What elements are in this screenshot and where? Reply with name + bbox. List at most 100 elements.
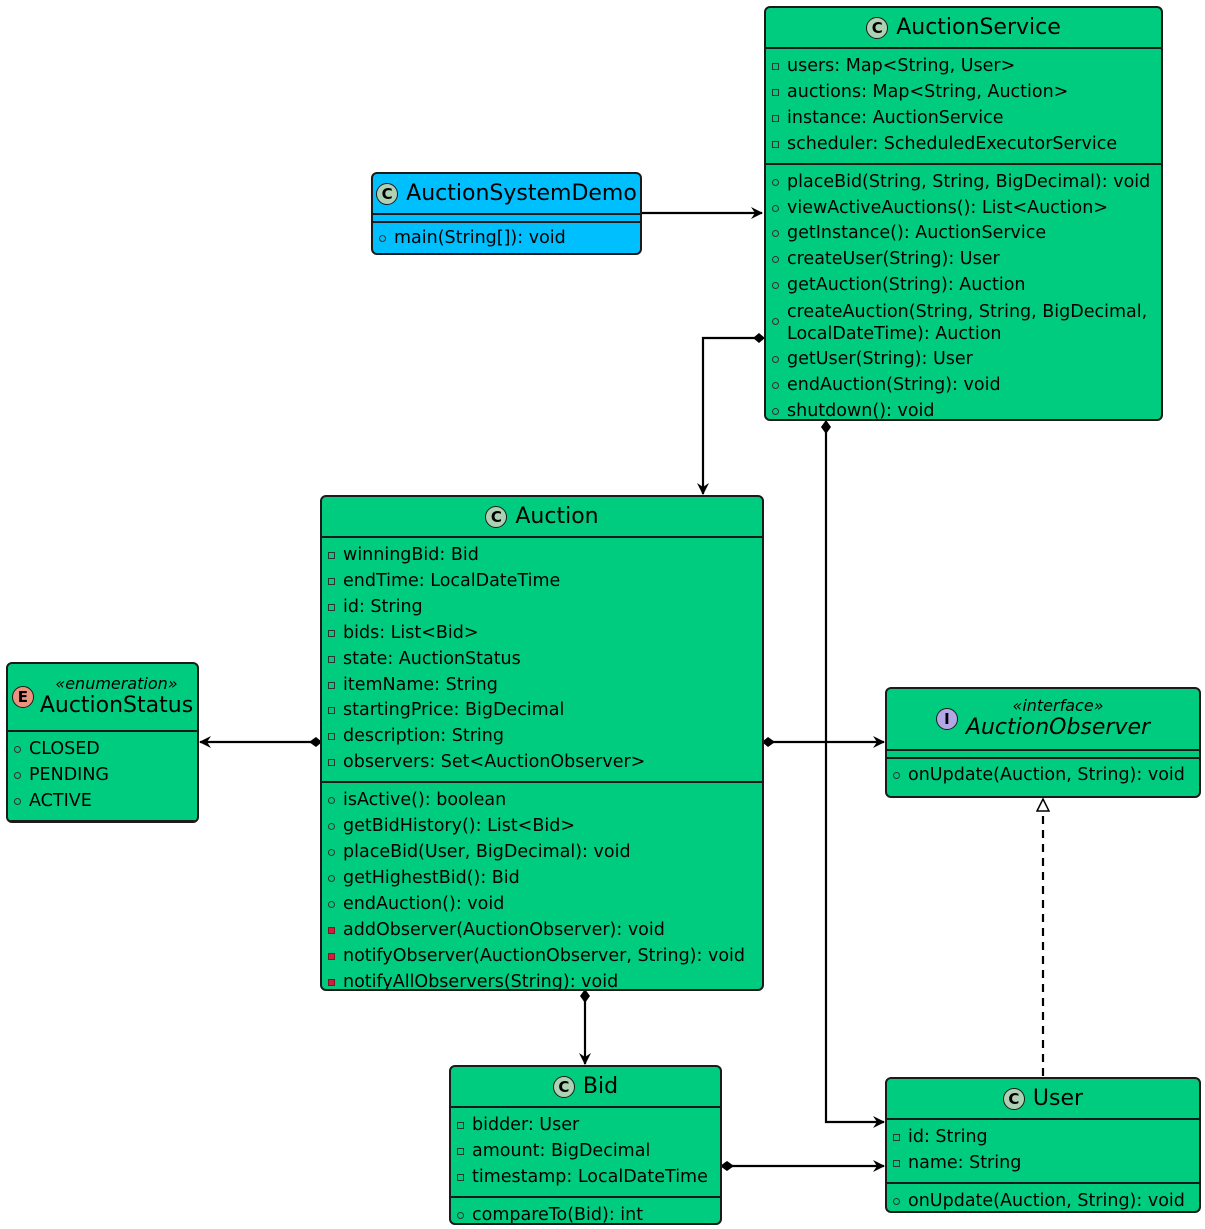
- public-visibility-icon: [379, 235, 386, 242]
- private-visibility-icon: [328, 603, 335, 611]
- class-methods: isActive(): boolean getBidHistory(): List…: [322, 781, 762, 989]
- private-visibility-icon: [457, 1122, 464, 1129]
- class-name: Bid: [582, 1073, 619, 1099]
- private-visibility-icon: [893, 1159, 900, 1167]
- private-visibility-icon: [328, 707, 335, 715]
- class-methods: onUpdate(Auction, String): void: [887, 1181, 1199, 1211]
- member-text: startingPrice: BigDecimal: [343, 700, 565, 721]
- private-visibility-icon: [457, 1147, 464, 1155]
- public-visibility-icon: [772, 282, 779, 290]
- class-methods: placeBid(String, String, BigDecimal): vo…: [766, 162, 1161, 421]
- member-text: winningBid: Bid: [343, 545, 479, 565]
- member-method: shutdown(): void: [766, 399, 1161, 421]
- class-fields: bidder: User amount: BigDecimal timestamp:…: [451, 1108, 720, 1196]
- member-text: onUpdate(Auction, String): void: [908, 765, 1185, 785]
- class-header: C AuctionService: [766, 8, 1161, 49]
- public-visibility-icon: [772, 256, 779, 264]
- public-visibility-icon: [457, 1211, 464, 1219]
- composition-diamond: [309, 737, 322, 747]
- public-visibility-icon: [893, 772, 900, 779]
- class-methods: [8, 819, 197, 821]
- private-visibility-icon: [772, 88, 779, 96]
- interface-badge-icon: I: [935, 708, 958, 730]
- public-visibility-icon: [772, 230, 779, 238]
- class-stereotype: «enumeration»: [55, 674, 178, 693]
- public-visibility-icon: [772, 178, 779, 186]
- member-text: auctions: Map<String, Auction>: [787, 81, 1069, 102]
- composition-diamond: [580, 989, 590, 1003]
- member-text: state: AuctionStatus: [343, 648, 521, 669]
- class-badge-icon: C: [485, 505, 508, 528]
- public-visibility-icon: [772, 204, 779, 212]
- class-badge-icon: C: [552, 1075, 575, 1098]
- member-text: id: String: [343, 596, 423, 617]
- private-visibility-icon: [328, 733, 335, 741]
- class-name: AuctionObserver: [965, 715, 1151, 740]
- auction-system-demo-class[interactable]: C AuctionSystemDemo main(String[]): void: [371, 172, 642, 255]
- public-visibility-icon: [328, 823, 335, 831]
- member-text: shutdown(): void: [787, 400, 935, 421]
- member-text: bidder: User: [472, 1115, 580, 1135]
- member-text: createUser(String): User: [787, 249, 1000, 270]
- member-field: endTime: LocalDateTime: [322, 569, 762, 595]
- class-badge-icon: C: [1002, 1087, 1025, 1110]
- member-field: id: String: [887, 1125, 1199, 1151]
- member-text: getHighestBid(): Bid: [343, 867, 520, 888]
- member-text: isActive(): boolean: [343, 790, 507, 811]
- member-text: timestamp: LocalDateTime: [472, 1166, 708, 1187]
- bid-class[interactable]: C Bid bidder: User amount: BigDecimal time…: [449, 1065, 722, 1225]
- member-text: notifyObserver(AuctionObserver, String):…: [343, 945, 745, 966]
- member-field: amount: BigDecimal: [451, 1139, 720, 1165]
- public-visibility-icon: [14, 797, 21, 805]
- member-text: users: Map<String, User>: [787, 56, 1016, 76]
- member-field: users: Map<String, User>: [766, 54, 1161, 80]
- class-header: C AuctionSystemDemo: [373, 174, 640, 215]
- member-text: PENDING: [29, 764, 109, 785]
- class-header: E «enumeration» AuctionStatus: [8, 664, 197, 732]
- member-text: amount: BigDecimal: [472, 1140, 651, 1161]
- composition-diamond: [821, 420, 831, 434]
- member-method: addObserver(AuctionObserver): void: [322, 918, 762, 944]
- member-field: timestamp: LocalDateTime: [451, 1165, 720, 1191]
- member-field: itemName: String: [322, 673, 762, 699]
- member-method: getUser(String): User: [766, 347, 1161, 373]
- member-method: endAuction(String): void: [766, 373, 1161, 399]
- member-field: bids: List<Bid>: [322, 621, 762, 647]
- class-header: I «interface» AuctionObserver: [887, 689, 1199, 751]
- member-field: observers: Set<AuctionObserver>: [322, 750, 762, 776]
- member-text: ACTIVE: [29, 790, 92, 811]
- auction-observer-interface[interactable]: I «interface» AuctionObserver onUpdate(A…: [885, 687, 1201, 798]
- class-methods: compareTo(Bid): int: [451, 1195, 720, 1223]
- member-field: CLOSED: [8, 737, 197, 763]
- class-name: AuctionStatus: [39, 693, 194, 718]
- member-method: main(String[]): void: [373, 226, 640, 252]
- class-fields: users: Map<String, User> auctions: Map<St…: [766, 49, 1161, 163]
- member-text: placeBid(User, BigDecimal): void: [343, 841, 631, 862]
- public-visibility-icon: [14, 771, 21, 779]
- class-stereotype: «interface»: [1012, 696, 1104, 715]
- member-method: getBidHistory(): List<Bid>: [322, 814, 762, 840]
- class-header: C Auction: [322, 497, 762, 538]
- private-visibility-icon: [328, 655, 335, 663]
- composition-diamond: [753, 333, 765, 343]
- service-to-user-composition: [824, 420, 885, 1128]
- auction-class[interactable]: C Auction winningBid: Bid endTime: LocalD…: [320, 495, 764, 991]
- member-text: getBidHistory(): List<Bid>: [343, 816, 575, 837]
- member-method: onUpdate(Auction, String): void: [887, 1189, 1199, 1211]
- public-visibility-icon: [328, 900, 335, 908]
- auction-service-class[interactable]: C AuctionService users: Map<String, User…: [764, 6, 1163, 421]
- member-method: getAuction(String): Auction: [766, 273, 1161, 299]
- public-visibility-icon: [14, 746, 21, 753]
- private-method-visibility-icon: [328, 952, 335, 960]
- member-method: createUser(String): User: [766, 247, 1161, 273]
- member-field: auctions: Map<String, Auction>: [766, 80, 1161, 106]
- member-text: itemName: String: [343, 674, 498, 695]
- class-name: AuctionSystemDemo: [406, 180, 637, 206]
- member-method: placeBid(User, BigDecimal): void: [322, 840, 762, 866]
- private-visibility-icon: [328, 552, 335, 559]
- member-field: id: String: [322, 595, 762, 621]
